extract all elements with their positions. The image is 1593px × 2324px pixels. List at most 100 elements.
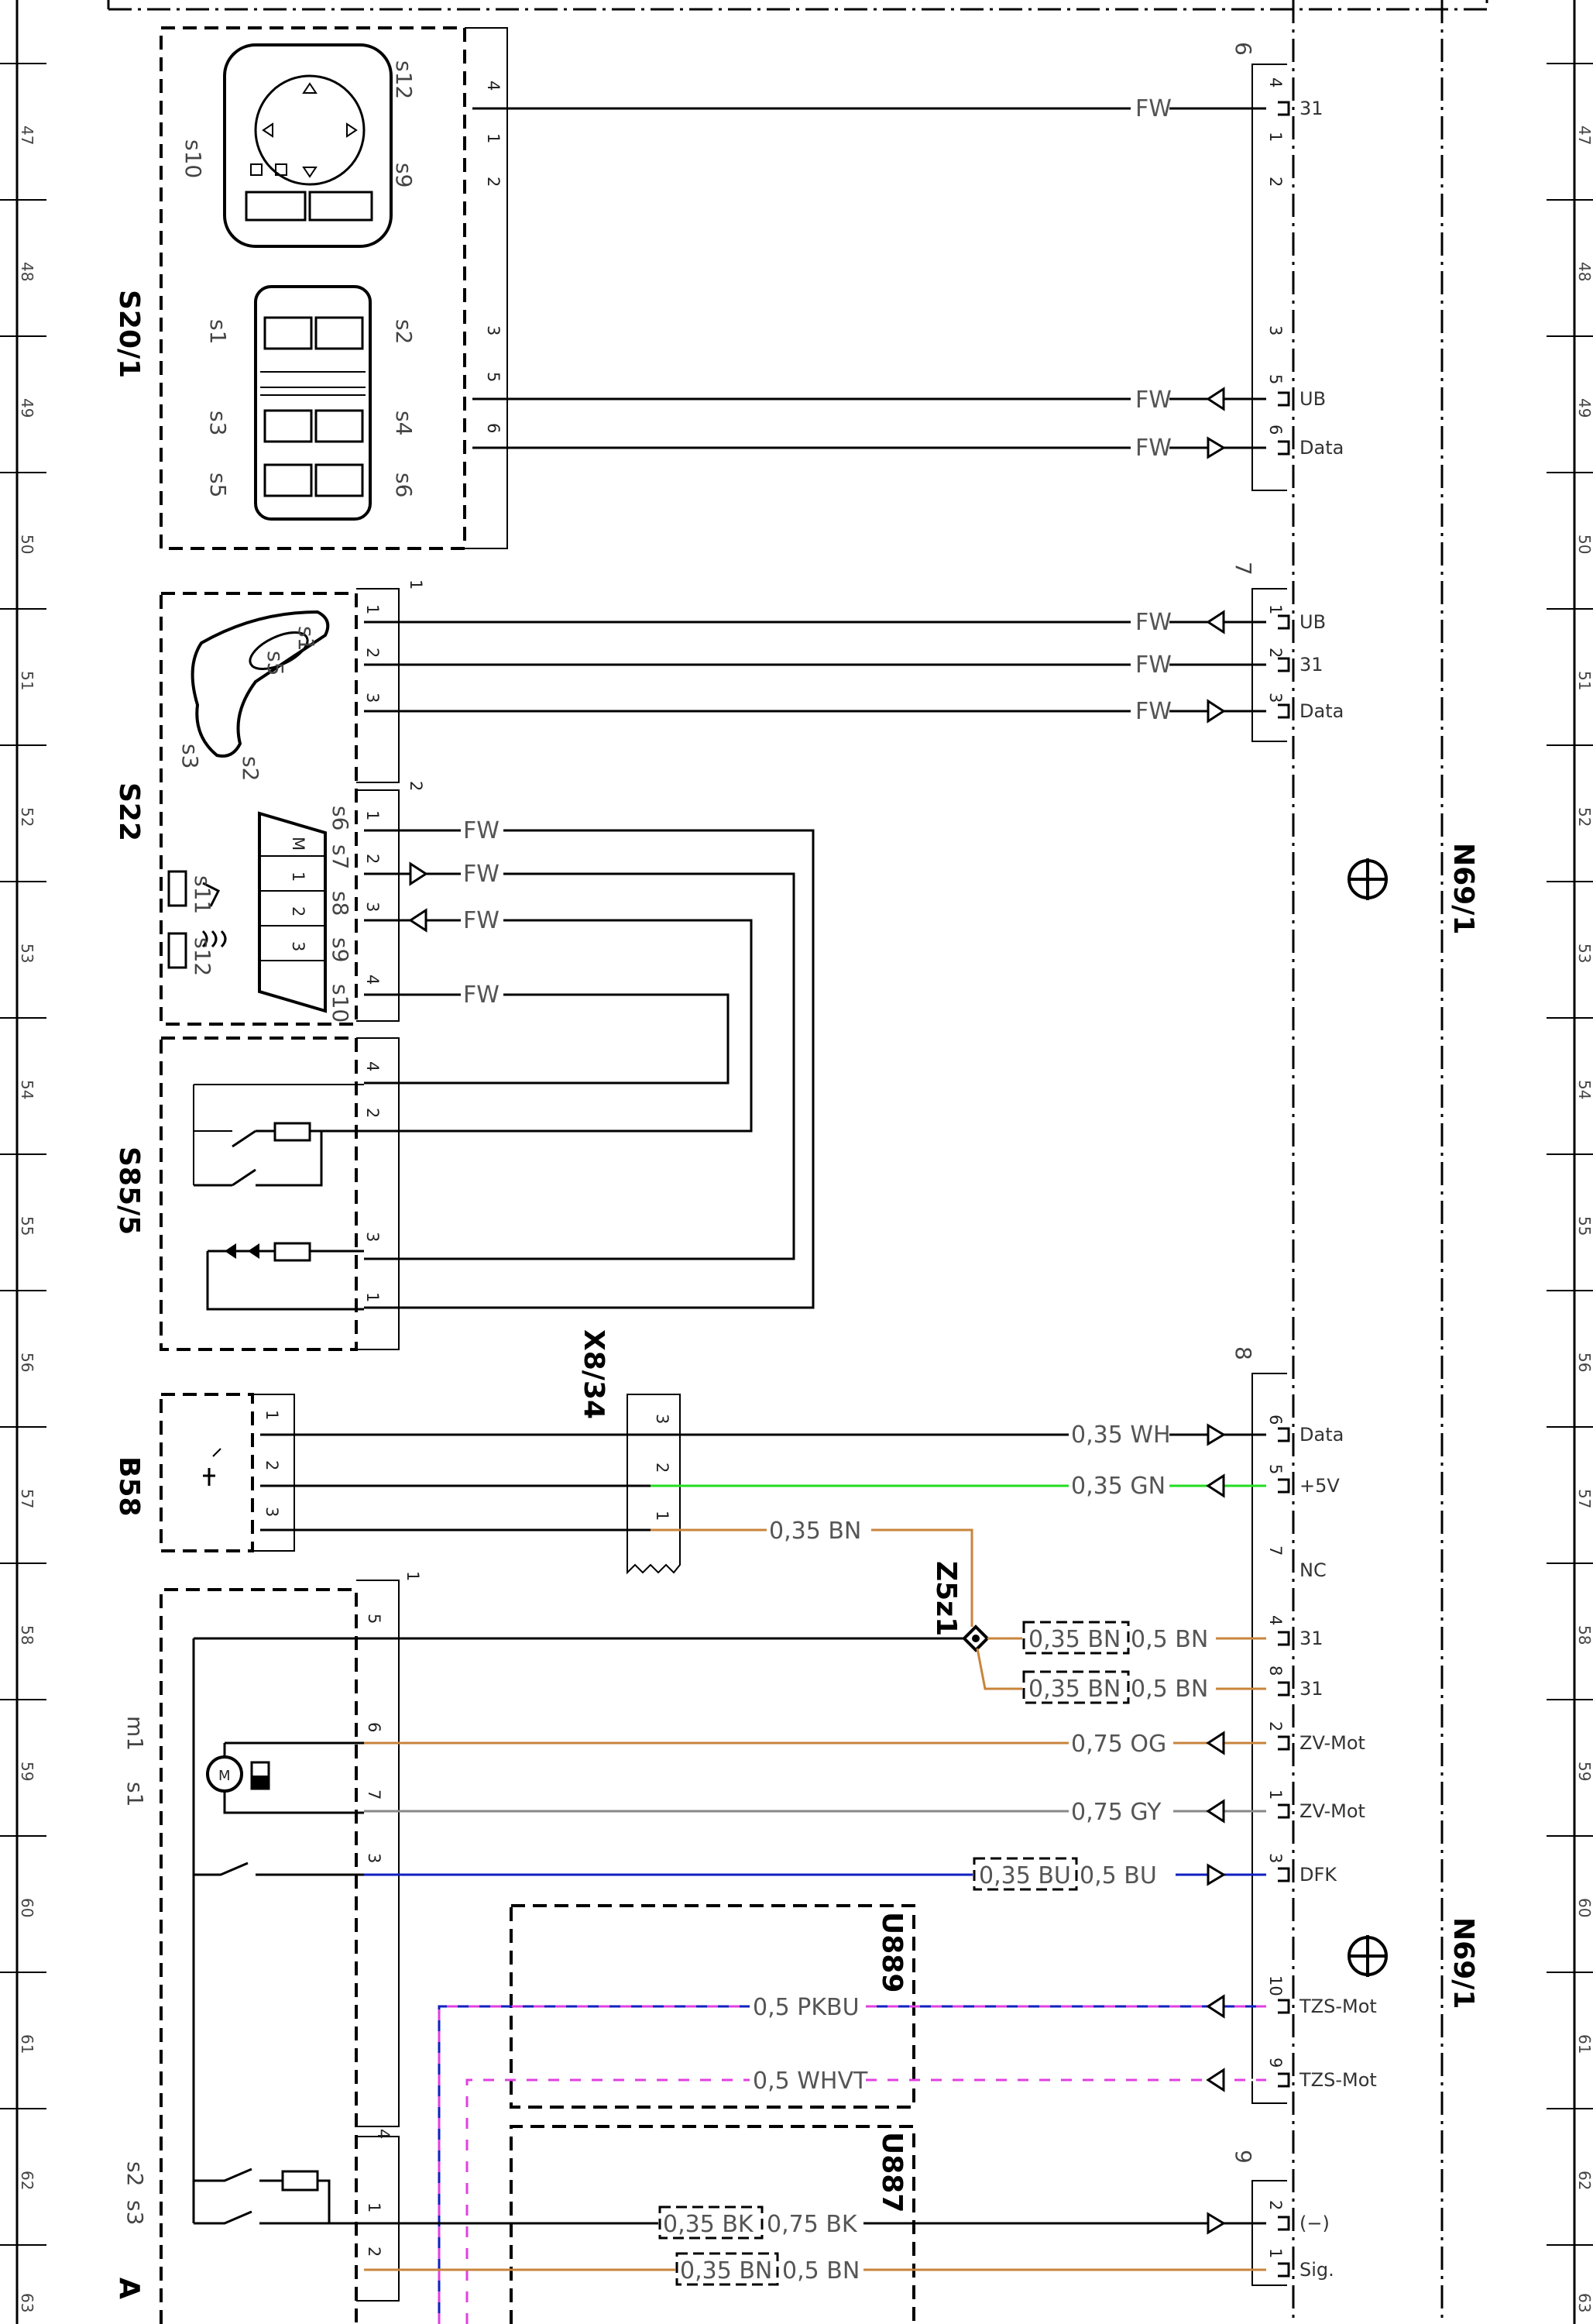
wire-label: FW [1135,698,1172,725]
n69-pin-numbers: 4 1 2 3 5 6 1 2 3 6 5 7 4 8 2 1 3 10 9 2… [1266,77,1285,2258]
svg-text:2: 2 [1266,1721,1285,1731]
svg-text:m1: m1 [122,1716,148,1751]
seat-heat-icon [167,870,227,969]
svg-text:6: 6 [1266,425,1285,435]
svg-text:5: 5 [484,372,503,382]
ruler-label: 56 [1575,1353,1593,1372]
wire-label: 0,75 GY [1071,1799,1162,1826]
wire-label: 0,35 BK [663,2211,754,2238]
svg-text:4: 4 [363,975,382,985]
svg-text:s3: s3 [122,2200,148,2225]
ruler-label: 60 [18,1898,36,1917]
svg-text:2: 2 [1266,177,1285,187]
svg-text:s10: s10 [328,984,353,1023]
svg-text:1: 1 [1266,2248,1285,2258]
ruler-label: 47 [1575,125,1593,145]
svg-text:s1: s1 [122,1782,148,1807]
a-label: A [113,2278,145,2299]
ruler-label: 48 [1575,262,1593,281]
mirror-switch-icon [223,43,393,248]
wire-label: FW [1135,387,1172,414]
svg-text:9: 9 [1231,2150,1256,2164]
svg-text:2: 2 [1266,648,1285,658]
ruler-label: 48 [18,262,36,281]
svg-text:2: 2 [363,1108,382,1118]
wire-label: FW [463,907,500,934]
svg-text:M: M [289,837,307,851]
svg-text:s2: s2 [122,2161,148,2186]
z5z1-splice: Z5z1 [930,1561,990,1652]
ruler-label: 62 [1575,2171,1593,2190]
ruler-label: 63 [18,2293,36,2312]
pin-function: +5V [1299,1475,1340,1497]
svg-text:s6: s6 [391,473,417,497]
svg-text:3: 3 [289,941,307,951]
pin-function: 31 [1299,98,1323,119]
b58-sensor: B58 1 2 3 [113,1393,295,1552]
svg-text:3: 3 [484,325,503,335]
svg-text:s12: s12 [190,937,215,976]
ruler-label: 53 [18,944,36,963]
svg-text:2: 2 [1266,2200,1285,2210]
n69-1-label: N69/1 [1447,843,1479,934]
wire-label: 0,35 BU [979,1862,1071,1889]
svg-text:s3: s3 [205,411,231,435]
svg-text:6: 6 [365,1722,383,1732]
pin-function: UB [1299,611,1326,633]
svg-text:s1: s1 [294,626,319,651]
ruler-label: 59 [1575,1762,1593,1781]
top-frame [108,0,1488,11]
svg-text:5: 5 [365,1614,383,1624]
svg-text:1: 1 [1266,1789,1285,1800]
svg-text:1: 1 [365,2202,383,2212]
sensor-icon [203,1448,221,1486]
ruler-label: 61 [18,2034,36,2054]
ground-symbol-icon [1348,858,1388,900]
svg-text:3: 3 [363,1232,382,1242]
svg-text:s2: s2 [238,756,263,781]
svg-text:s6: s6 [328,806,353,830]
u889-label: U889 [876,1912,908,1992]
ruler-label: 49 [18,398,36,418]
svg-text:3: 3 [363,902,382,912]
component-a: A 1 4 m1 s1 s2 s3 M 5 6 7 3 1 2 [113,1571,422,2324]
svg-text:4: 4 [484,81,503,91]
wire-label: 0,35 BN [769,1518,861,1545]
svg-text:1: 1 [484,133,503,143]
ruler-label: 59 [18,1762,36,1781]
wire-label: FW [1135,435,1172,462]
svg-text:6: 6 [484,423,503,433]
svg-text:3: 3 [363,693,382,703]
ruler-label: 58 [1575,1625,1593,1645]
ruler-label: 57 [18,1489,36,1508]
pin-function: NC [1299,1559,1327,1581]
ruler-label: 63 [1575,2293,1593,2312]
wire-label: 0,5 BU [1080,1862,1157,1889]
pin-function: Sig. [1299,2259,1334,2281]
svg-text:s5: s5 [263,651,288,676]
wire-label: 0,35 BN [680,2257,772,2284]
svg-text:2: 2 [363,854,382,864]
u887-label: U887 [876,2132,908,2212]
svg-text:s11: s11 [190,875,215,914]
svg-text:s10: s10 [180,139,206,178]
svg-text:7: 7 [1266,1545,1285,1556]
ruler-label: 55 [18,1216,36,1236]
s22-seat-switch: S22 M 1 2 3 s1 s5 s3 s2 s6 s7 s8 s9 s10 [113,579,425,1026]
svg-text:s7: s7 [328,844,353,869]
pin-function: DFK [1299,1864,1337,1886]
pin-function: ZV-Mot [1299,1800,1365,1822]
ruler-label: 61 [1575,2034,1593,2054]
svg-text:5: 5 [1266,374,1285,384]
wire-label: 0,5 PKBU [753,1994,860,2021]
svg-text:2: 2 [365,2247,383,2257]
ruler-label: 54 [1575,1080,1593,1099]
pin-function: 31 [1299,1628,1323,1649]
svg-text:4: 4 [374,2129,393,2139]
ruler-label: 56 [18,1353,36,1372]
pin-function: TZS-Mot [1299,1996,1377,2017]
ruler-label: 60 [1575,1898,1593,1917]
svg-text:1: 1 [403,1571,422,1581]
svg-text:M: M [218,1768,231,1784]
